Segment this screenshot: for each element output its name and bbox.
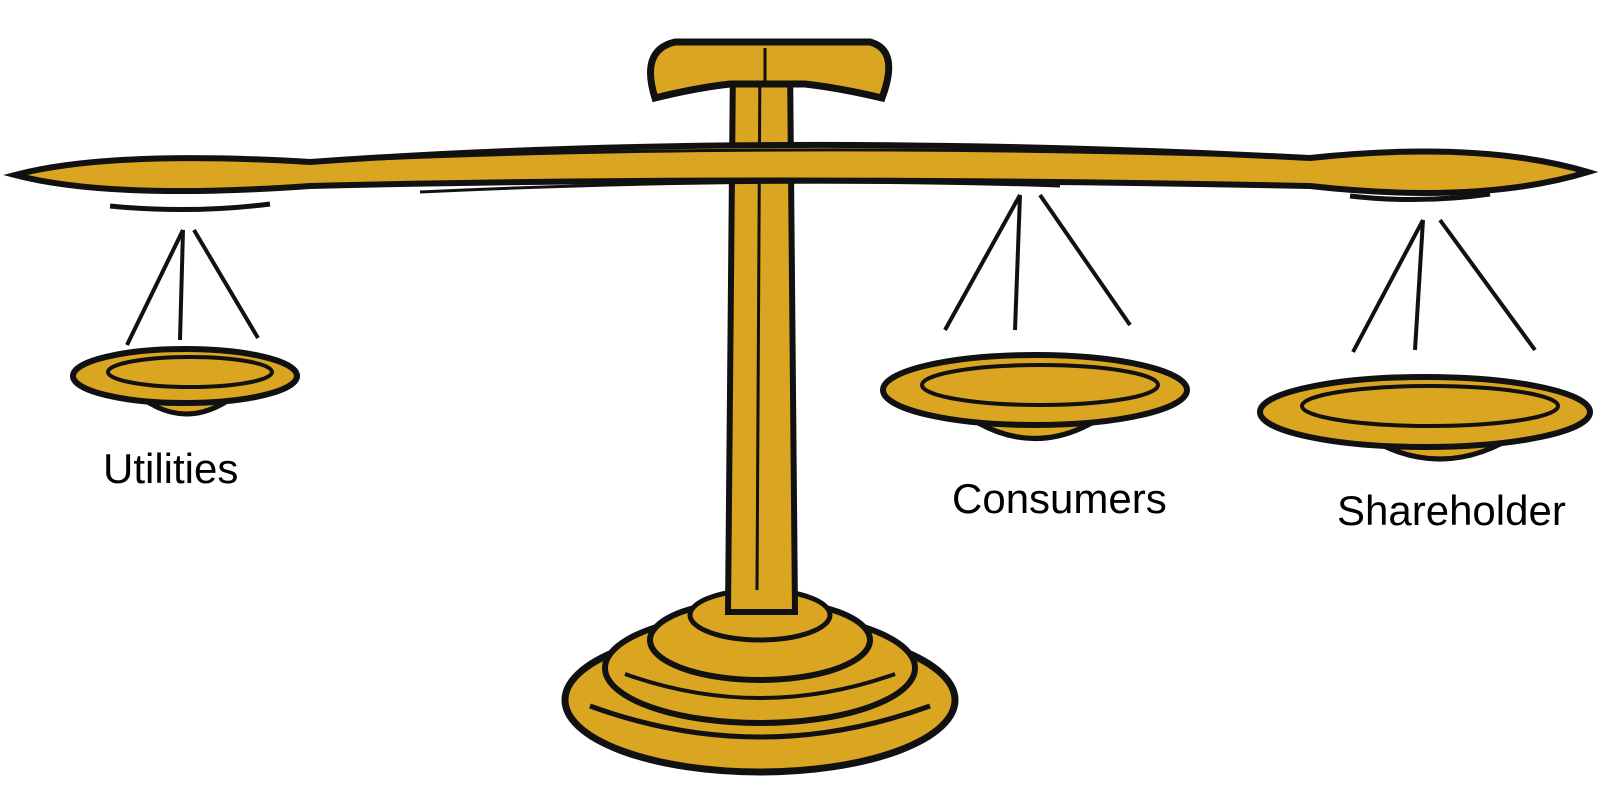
consumers-label: Consumers [952, 475, 1167, 522]
utilities-label: Utilities [103, 445, 239, 492]
scale-beam [3, 141, 1599, 213]
pan-shareholder [1257, 218, 1593, 462]
scale-post [724, 51, 799, 615]
shareholder-label: Shareholder [1337, 487, 1566, 534]
pan-consumers [880, 193, 1190, 441]
pan-utilities [70, 228, 300, 417]
scale-base [561, 587, 959, 776]
scale-top-cap [647, 38, 893, 103]
